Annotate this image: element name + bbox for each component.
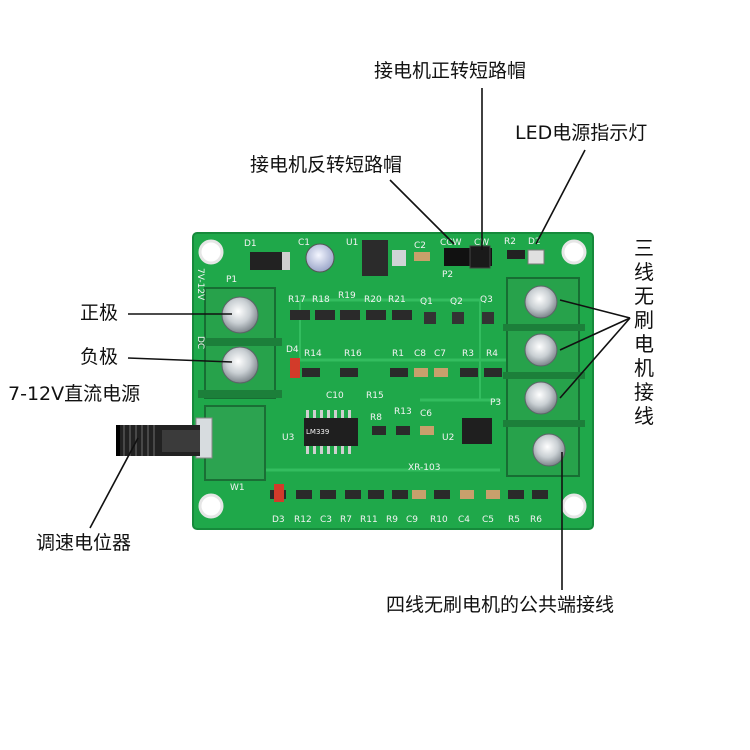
pointer-three-2 [559,317,631,351]
label-common-wire: 四线无刷电机的公共端接线 [386,594,615,616]
silk-r4: R4 [486,349,498,359]
silk-u3: U3 [282,433,294,443]
silk-c7: C7 [434,349,446,359]
silk-d1: D1 [244,239,257,249]
silk-ic-name: LM339 [306,428,329,436]
label-jumper-reverse: 接电机反转短路帽 [250,154,403,176]
silk-c10: C10 [326,391,344,401]
silk-c4: C4 [458,515,470,525]
silk-voltage: 7V-12V [195,268,205,301]
motor-screw-common-icon [532,433,566,467]
silk-dc: DC [195,336,205,349]
silk-c1: C1 [298,238,310,248]
silk-d3: D3 [272,515,285,525]
label-negative: 负极 [80,346,119,368]
label-jumper-forward: 接电机正转短路帽 [374,60,527,82]
silk-c6: C6 [420,409,432,419]
silk-r12: R12 [294,515,312,525]
silk-d4: D4 [286,345,299,355]
silk-r14: R14 [304,349,322,359]
silk-u1: U1 [346,238,358,248]
silk-r6: R6 [530,515,542,525]
silk-c8: C8 [414,349,426,359]
silk-ccw: CCW [440,238,462,248]
silk-c9: C9 [406,515,418,525]
diode-d3 [274,484,284,502]
motor-terminal-block [503,277,585,477]
silk-r8: R8 [370,413,382,423]
pointer-potentiometer [89,437,139,529]
silk-p3: P3 [490,398,501,408]
led-d2 [527,249,545,265]
pointer-lines [89,88,631,590]
label-power-supply: 7-12V直流电源 [8,383,141,405]
power-terminal-block [198,287,282,399]
motor-screw-3-icon [524,381,558,415]
silk-r11: R11 [360,515,378,525]
silk-r5: R5 [508,515,520,525]
silk-c3: C3 [320,515,332,525]
silk-r10: R10 [430,515,448,525]
silk-q2: Q2 [450,297,463,307]
label-potentiometer: 调速电位器 [36,532,132,554]
silk-r17: R17 [288,295,306,305]
pcb-board [192,232,594,530]
silk-r7: R7 [340,515,352,525]
silk-q3: Q3 [480,295,493,305]
label-positive: 正极 [80,302,119,324]
silk-c5: C5 [482,515,494,525]
motor-screw-1-icon [524,285,558,319]
label-three-wire: 三线无刷电机接线 [634,236,654,428]
diode-d4 [290,358,300,378]
label-led-power: LED电源指示灯 [515,122,648,144]
silk-r13: R13 [394,407,412,417]
silk-r15: R15 [366,391,384,401]
pointer-three-1 [559,299,631,319]
ic-u2 [462,418,492,444]
silk-r19: R19 [338,291,356,301]
silk-r16: R16 [344,349,362,359]
diode-d1 [250,252,290,270]
potentiometer [116,405,266,481]
pointer-negative [127,357,233,363]
silk-r20: R20 [364,295,382,305]
silk-r2: R2 [504,237,516,247]
silk-r21: R21 [388,295,406,305]
silk-r9: R9 [386,515,398,525]
capacitor-c1 [305,243,335,273]
silk-q1: Q1 [420,297,433,307]
silk-p1: P1 [226,275,237,285]
silk-p2: P2 [442,270,453,280]
silk-w1: W1 [230,483,245,493]
pointer-three-3 [559,317,631,399]
silk-r3: R3 [462,349,474,359]
silk-d2: D2 [528,237,541,247]
pointer-led [535,149,586,245]
silk-model: XR-103 [408,463,440,473]
positive-screw-icon [221,296,259,334]
regulator-u1 [362,240,388,276]
negative-screw-icon [221,346,259,384]
silk-r18: R18 [312,295,330,305]
motor-screw-2-icon [524,333,558,367]
pointer-jumper-reverse [389,179,455,245]
ic-u3 [304,418,358,446]
silk-c2: C2 [414,241,426,251]
silk-r1: R1 [392,349,404,359]
silk-u2: U2 [442,433,454,443]
